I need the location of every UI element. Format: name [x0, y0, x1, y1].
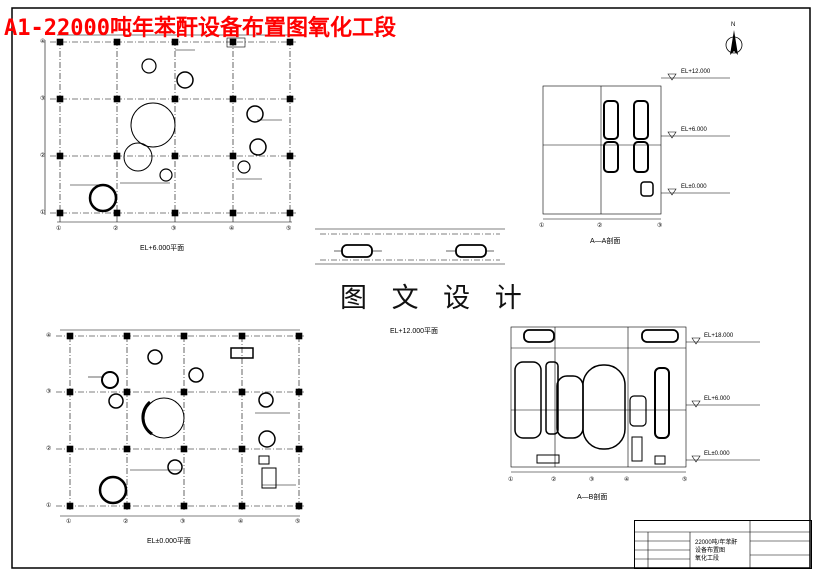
- aa-level-6: EL+6.000: [681, 127, 707, 133]
- upper-axis-y-4: ④: [40, 39, 46, 45]
- lower-plan-label: EL±0.000平面: [147, 538, 191, 545]
- upper-axis-x-3: ③: [171, 226, 177, 232]
- lower-axis-y-4: ④: [46, 333, 52, 339]
- bb-axis-4: ④: [624, 477, 630, 483]
- upper-axis-y-2: ②: [40, 153, 46, 159]
- upper-axis-x-4: ④: [229, 226, 235, 232]
- lower-axis-x-3: ③: [180, 519, 186, 525]
- mid-plan-label: EL+12.000平面: [390, 328, 439, 335]
- upper-axis-y-1: ①: [40, 210, 46, 216]
- bb-level-18: EL+18.000: [704, 333, 734, 339]
- title-block-grid: [634, 520, 810, 568]
- upper-axis-x-5: ⑤: [286, 226, 292, 232]
- title-block-section: 氧化工段: [695, 556, 720, 562]
- upper-plan-label: EL+6.000平面: [140, 245, 185, 252]
- lower-axis-x-1: ①: [66, 519, 72, 525]
- lower-axis-y-3: ③: [46, 389, 52, 395]
- section-bb: [510, 326, 760, 473]
- aa-axis-2: ②: [597, 223, 603, 229]
- bb-axis-5: ⑤: [682, 477, 688, 483]
- mid-plan: [315, 228, 505, 265]
- aa-axis-3: ③: [657, 223, 663, 229]
- bb-level-0: EL±0.000: [704, 451, 730, 457]
- upper-axis-y-3: ③: [40, 96, 46, 102]
- title-block: 22000吨/年苯酐 设备布置图 氧化工段: [634, 520, 812, 569]
- aa-level-12: EL+12.000: [681, 69, 711, 75]
- lower-axis-y-2: ②: [46, 446, 52, 452]
- upper-axis-x-2: ②: [113, 226, 119, 232]
- aa-axis-1: ①: [539, 223, 545, 229]
- upper-axis-x-1: ①: [56, 226, 62, 232]
- north-arrow: [725, 30, 743, 55]
- bb-section-label: A—B剖面: [577, 494, 608, 501]
- lower-axis-x-5: ⑤: [295, 519, 301, 525]
- upper-plan: [44, 34, 296, 223]
- watermark-text: 图 文 设 计: [336, 276, 534, 315]
- north-arrow-label: N: [731, 22, 736, 28]
- title-block-project: 22000吨/年苯酐: [695, 540, 738, 546]
- aa-level-0: EL±0.000: [681, 184, 707, 190]
- lower-axis-x-2: ②: [123, 519, 129, 525]
- lower-axis-y-1: ①: [46, 503, 52, 509]
- sheet-border: [11, 7, 811, 569]
- bb-axis-1: ①: [508, 477, 514, 483]
- section-aa: [542, 73, 730, 220]
- aa-section-label: A—A剖面: [590, 238, 621, 245]
- lower-axis-x-4: ④: [238, 519, 244, 525]
- bb-level-6: EL+6.000: [704, 396, 730, 402]
- lower-plan: [56, 329, 304, 517]
- drawing-title: A1-22000吨年苯酐设备布置图氧化工段: [4, 16, 396, 41]
- title-block-drawing: 设备布置图: [695, 548, 726, 554]
- bb-axis-2: ②: [551, 477, 557, 483]
- bb-axis-3: ③: [589, 477, 595, 483]
